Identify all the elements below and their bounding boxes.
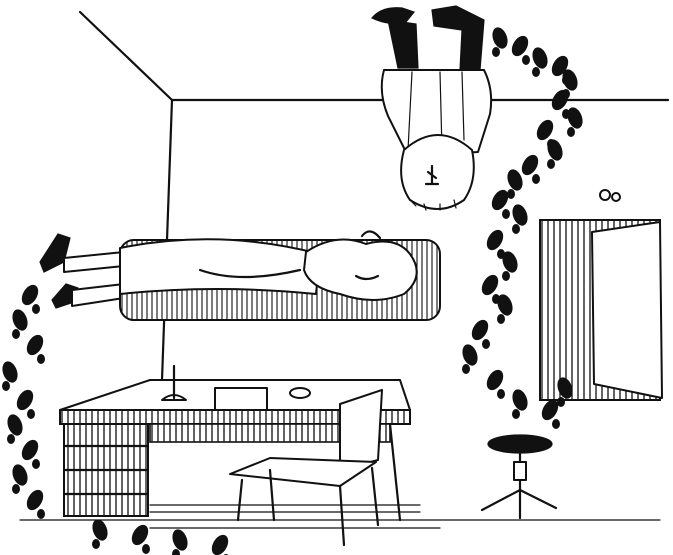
round-stool — [480, 434, 558, 520]
footprint — [131, 524, 149, 546]
footprint — [536, 119, 554, 141]
footprint — [471, 319, 489, 341]
footprint-heel — [32, 459, 40, 469]
footprint — [512, 389, 528, 411]
footprint-heel — [482, 339, 490, 349]
footprint-heel — [522, 55, 530, 65]
footprint-heel — [512, 224, 520, 234]
footprint-trail — [2, 27, 583, 555]
footprint — [26, 489, 44, 511]
footprint-heel — [37, 354, 45, 364]
footprint — [512, 204, 528, 226]
footprint — [92, 519, 108, 541]
footprint — [2, 361, 18, 383]
footprint — [551, 55, 569, 77]
footprint-heel — [37, 509, 45, 519]
candle-holder — [161, 364, 187, 401]
footprint — [486, 229, 504, 251]
footprint-heel — [12, 484, 20, 494]
footprint — [12, 464, 28, 486]
footprint — [541, 399, 559, 421]
footprint-heel — [507, 189, 515, 199]
footprint — [21, 439, 39, 461]
footprint-heel — [532, 174, 540, 184]
footprint-heel — [12, 329, 20, 339]
footprint-heel — [172, 549, 180, 555]
footprint-heel — [547, 159, 555, 169]
footprint-heel — [7, 434, 15, 444]
footprint-heel — [462, 364, 470, 374]
open-door — [539, 189, 663, 401]
footprint — [532, 47, 548, 69]
footprint — [16, 389, 34, 411]
footprint-heel — [497, 314, 505, 324]
footprint — [562, 69, 578, 91]
footprint-heel — [502, 271, 510, 281]
footprint-heel — [557, 397, 565, 407]
footprint — [7, 414, 23, 436]
footprint-heel — [512, 409, 520, 419]
floating-sleeping-man — [39, 230, 441, 321]
chair — [229, 389, 383, 547]
footprint — [502, 251, 518, 273]
paper-sheet — [214, 387, 268, 411]
footprint-heel — [567, 127, 575, 137]
footprint — [521, 154, 539, 176]
footprint-heel — [32, 304, 40, 314]
footprint — [172, 529, 188, 551]
footprint — [26, 334, 44, 356]
footprint — [557, 377, 573, 399]
footprint — [211, 534, 229, 555]
upside-down-man-on-ceiling — [371, 5, 493, 211]
footprint — [486, 369, 504, 391]
footprint-heel — [27, 409, 35, 419]
footprint — [491, 189, 509, 211]
footprint — [492, 27, 508, 49]
footprint-heel — [502, 209, 510, 219]
footprint — [12, 309, 28, 331]
ashtray — [289, 387, 311, 399]
footprint — [567, 107, 583, 129]
footprint — [21, 284, 39, 306]
footprint — [497, 294, 513, 316]
footprint-heel — [497, 389, 505, 399]
footprint — [551, 89, 569, 111]
footprint-heel — [532, 67, 540, 77]
footprint — [511, 35, 529, 57]
footprint-heel — [142, 544, 150, 554]
footprint-heel — [92, 539, 100, 549]
footprint — [507, 169, 523, 191]
footprint — [481, 274, 499, 296]
floor-boards — [149, 504, 441, 529]
footprint — [547, 139, 563, 161]
footprint-heel — [492, 47, 500, 57]
footprint-heel — [552, 419, 560, 429]
footprint — [462, 344, 478, 366]
footprint-heel — [2, 381, 10, 391]
writing-desk — [59, 364, 411, 522]
